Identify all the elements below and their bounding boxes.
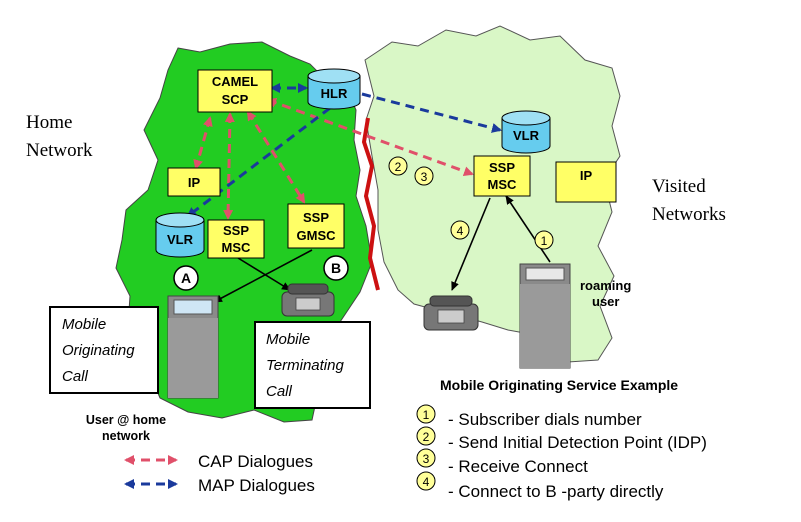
svg-text:- Receive Connect: - Receive Connect bbox=[448, 457, 588, 476]
roaming-user-label-2: user bbox=[592, 294, 619, 309]
svg-text:Originating: Originating bbox=[62, 342, 135, 359]
svg-text:3: 3 bbox=[421, 170, 428, 184]
cap-scp-visited-ssp bbox=[266, 98, 474, 176]
mobile-originating-call-box: Mobile Originating Call bbox=[49, 306, 159, 394]
roaming-user-label-1: roaming bbox=[580, 278, 631, 293]
ssp-gmsc-line2: GMSC bbox=[297, 228, 337, 243]
vlr-visited-label: VLR bbox=[513, 128, 540, 143]
vlr-home-label: VLR bbox=[167, 232, 194, 247]
ssp-msc-visited-node: SSP MSC bbox=[473, 155, 531, 197]
marker-a: A bbox=[173, 265, 199, 291]
hlr-label: HLR bbox=[321, 86, 348, 101]
svg-text:2: 2 bbox=[395, 160, 402, 174]
svg-text:- Connect to B -party directly: - Connect to B -party directly bbox=[448, 482, 664, 501]
svg-text:- Send Initial Detection Point: - Send Initial Detection Point (IDP) bbox=[448, 433, 707, 452]
ssp-msc-visited-line1: SSP bbox=[489, 160, 515, 175]
svg-text:3: 3 bbox=[423, 452, 430, 466]
cap-scp-ssp-msc bbox=[223, 112, 235, 220]
marker-b: B bbox=[323, 255, 349, 281]
home-mobile-handset-icon bbox=[167, 295, 219, 399]
svg-text:Mobile: Mobile bbox=[266, 331, 310, 348]
flow-visited-ssp-to-phone bbox=[451, 197, 491, 291]
home-network-label-2: Network bbox=[26, 140, 93, 161]
camel-scp-line2: SCP bbox=[222, 92, 249, 107]
svg-text:1: 1 bbox=[423, 408, 430, 422]
svg-text:1: 1 bbox=[541, 234, 548, 248]
home-network-label-1: Home bbox=[26, 112, 72, 133]
visited-networks-label-2: Networks bbox=[652, 204, 726, 225]
example-step-1: 1 - Subscriber dials number bbox=[416, 404, 642, 429]
legend: CAP Dialogues MAP Dialogues bbox=[124, 452, 315, 495]
camel-scp-line1: CAMEL bbox=[212, 74, 258, 89]
fixed-phone-visited-icon bbox=[423, 295, 479, 331]
ip-home-label: IP bbox=[188, 175, 201, 190]
svg-text:2: 2 bbox=[423, 430, 430, 444]
example-step-3: 3 - Receive Connect bbox=[416, 448, 588, 476]
camel-scp-node: CAMEL SCP bbox=[197, 69, 273, 113]
example-title: Mobile Originating Service Example bbox=[440, 377, 678, 393]
svg-text:- Subscriber dials number: - Subscriber dials number bbox=[448, 410, 642, 429]
flow-ssp-msc-to-phone bbox=[237, 257, 291, 291]
ssp-msc-home-line1: SSP bbox=[223, 223, 249, 238]
ssp-msc-home-node: SSP MSC bbox=[207, 219, 265, 259]
hlr-database: HLR bbox=[307, 68, 361, 110]
vlr-visited-database: VLR bbox=[501, 110, 551, 154]
svg-text:Mobile: Mobile bbox=[62, 316, 106, 333]
svg-text:A: A bbox=[181, 270, 191, 286]
call-flow-lines bbox=[213, 195, 551, 303]
svg-text:B: B bbox=[331, 260, 341, 276]
user-home-label-2: network bbox=[102, 429, 150, 443]
svg-text:4: 4 bbox=[423, 475, 430, 489]
cap-scp-ip bbox=[193, 116, 213, 170]
svg-text:4: 4 bbox=[457, 224, 464, 238]
map-hlr-visited-vlr bbox=[361, 92, 502, 133]
fixed-phone-home-icon bbox=[281, 283, 335, 317]
step-marker-2: 2 bbox=[388, 156, 408, 176]
user-home-label-1: User @ home bbox=[86, 413, 166, 427]
example-step-2: 2 - Send Initial Detection Point (IDP) bbox=[416, 426, 707, 452]
vlr-home-database: VLR bbox=[155, 212, 205, 258]
svg-text:Call: Call bbox=[62, 368, 89, 385]
ip-home-node: IP bbox=[167, 167, 221, 197]
svg-text:Call: Call bbox=[266, 383, 293, 400]
step-marker-1: 1 bbox=[534, 230, 554, 250]
ssp-gmsc-line1: SSP bbox=[303, 210, 329, 225]
legend-map-label: MAP Dialogues bbox=[198, 476, 315, 495]
cap-dialogue-lines bbox=[193, 98, 474, 220]
visited-networks-label-1: Visited bbox=[652, 176, 706, 197]
ip-visited-label: IP bbox=[580, 168, 593, 183]
ssp-gmsc-node: SSP GMSC bbox=[287, 203, 345, 249]
ip-visited-node: IP bbox=[555, 161, 617, 203]
svg-text:Terminating: Terminating bbox=[266, 357, 344, 374]
flow-roaming-to-visited-ssp bbox=[505, 195, 551, 263]
example-step-4: 4 - Connect to B -party directly bbox=[416, 471, 664, 501]
step-marker-3: 3 bbox=[414, 166, 434, 186]
legend-cap-label: CAP Dialogues bbox=[198, 452, 313, 471]
flow-gmsc-to-handset bbox=[213, 249, 313, 303]
mobile-terminating-call-box: Mobile Terminating Call bbox=[254, 321, 371, 409]
roaming-mobile-handset-icon bbox=[519, 263, 571, 369]
ssp-msc-home-line2: MSC bbox=[222, 240, 252, 255]
map-dialogue-lines bbox=[186, 83, 502, 218]
step-marker-4: 4 bbox=[450, 220, 470, 240]
ssp-msc-visited-line2: MSC bbox=[488, 177, 518, 192]
